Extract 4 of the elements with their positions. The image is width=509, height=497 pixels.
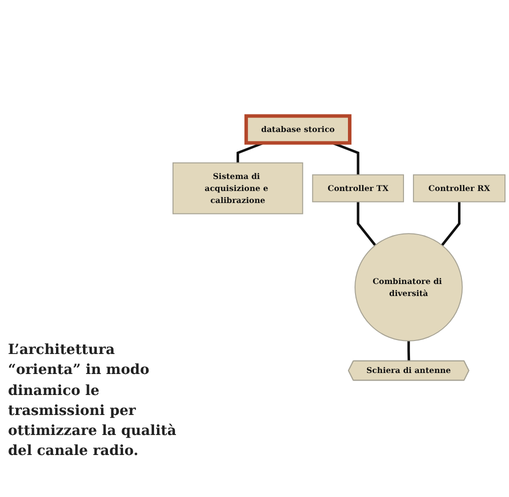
- connector: [356, 202, 376, 246]
- connector: [407, 341, 410, 362]
- caption: L’architettura “orienta” in modo dinamico le trasmissioni per ottimizzare la qualità del canale radio.: [8, 341, 178, 462]
- connector: [441, 202, 460, 246]
